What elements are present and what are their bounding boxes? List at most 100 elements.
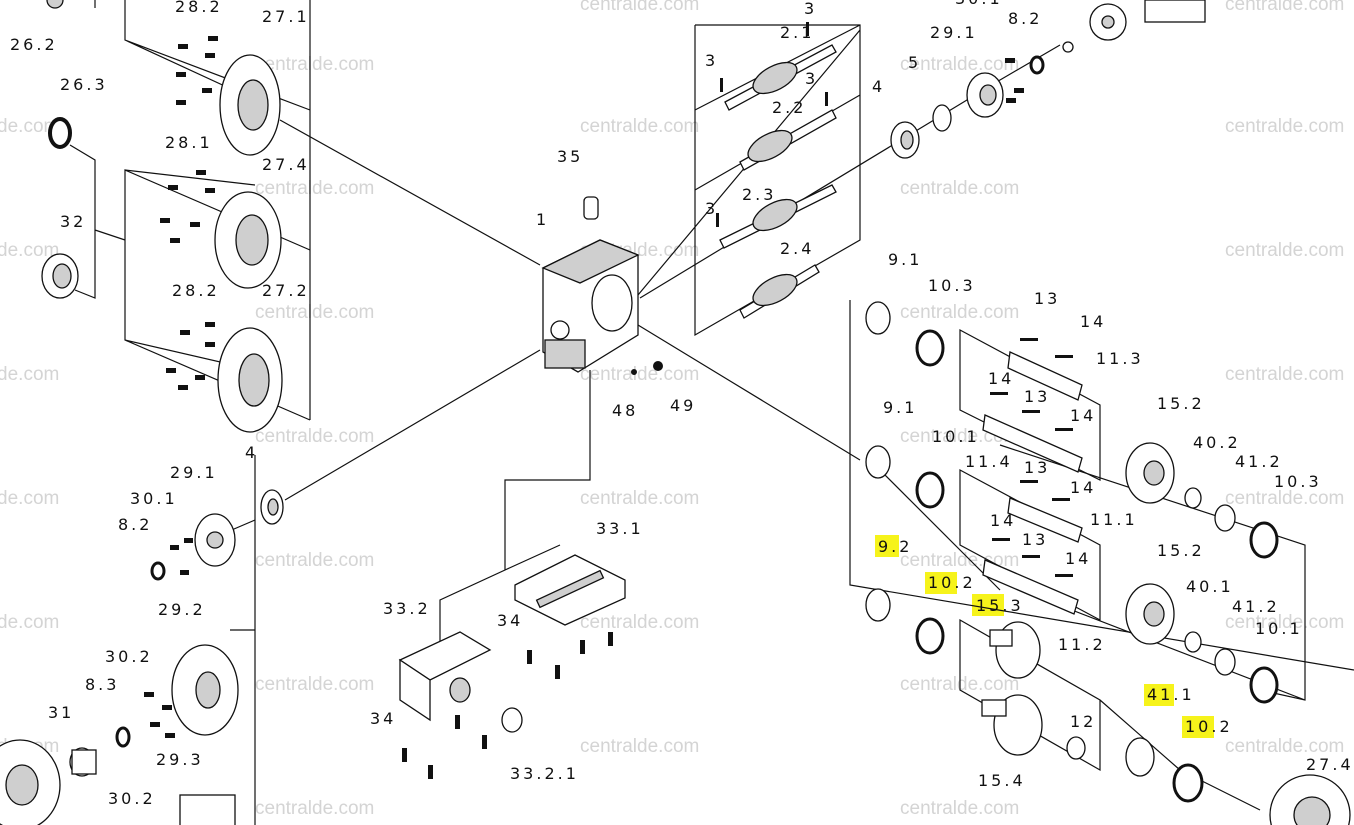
washer-41-2-lower — [1214, 648, 1236, 676]
part-label: 10.2 — [928, 573, 976, 592]
part-label: 13 — [1034, 289, 1060, 308]
screws-34 — [402, 632, 613, 779]
foot-33-2-body — [399, 658, 431, 722]
coupling-31-body — [71, 749, 97, 775]
watermark: centralde.com — [1225, 612, 1344, 633]
part-label: 8.2 — [1008, 9, 1042, 28]
part-label: 1 — [536, 210, 549, 229]
part-label: 27.2 — [262, 281, 310, 300]
part-label: 15.4 — [978, 771, 1026, 790]
part-label: 3 — [705, 199, 718, 218]
label-highlights — [875, 535, 1214, 738]
watermark: centralde.com — [1225, 0, 1344, 15]
washer-8-2-left — [150, 561, 166, 581]
flange-27-4-hub — [235, 214, 269, 266]
shaft-11-2 — [982, 559, 1079, 615]
part-label: 33.2 — [383, 599, 431, 618]
part-label: 3 — [805, 69, 818, 88]
gear-train-group — [865, 301, 1351, 825]
ring-small — [1062, 41, 1074, 53]
seal-10-2-left — [915, 617, 945, 655]
screws-28-1 — [160, 170, 215, 243]
part-label: 29.3 — [156, 750, 204, 769]
watermark: centralde.com — [0, 488, 59, 509]
watermark: centralde.com — [255, 798, 374, 819]
foot-plate-33-1-rail — [535, 569, 605, 609]
watermark: centralde.com — [0, 116, 59, 137]
gear-15-2-lower-hub — [1143, 601, 1165, 627]
spacer-5 — [932, 104, 952, 132]
worm-shaft-group — [716, 22, 837, 319]
left-part-group — [0, 0, 284, 825]
part-label: 2.1 — [780, 23, 814, 42]
part-label: 29.1 — [930, 23, 978, 42]
keys-3 — [716, 22, 828, 227]
part-label: 5 — [908, 53, 921, 72]
watermark: centralde.com — [255, 54, 374, 75]
spacer-40-2 — [1184, 487, 1202, 509]
part-label: 30.1 — [130, 489, 178, 508]
part-label: 10.1 — [1255, 619, 1303, 638]
part-label: 4 — [872, 77, 885, 96]
gearbox-housing-top — [541, 239, 640, 284]
part-label: 10.3 — [928, 276, 976, 295]
screws-28-2-top — [176, 36, 218, 105]
bearing-4-right-inner — [900, 130, 914, 150]
watermark: centralde.com — [580, 612, 699, 633]
motor-housing-center — [5, 764, 39, 806]
part-label: 14 — [1070, 478, 1096, 497]
part-label: 34 — [370, 709, 396, 728]
watermark: centralde.com — [1225, 116, 1344, 137]
part-label: 15.2 — [1157, 394, 1205, 413]
part-label: 49 — [670, 396, 696, 415]
washer-8-3 — [115, 726, 131, 748]
part-label: 15.3 — [976, 596, 1024, 615]
part-label: 14 — [1070, 406, 1096, 425]
washer-41-2-upper — [1214, 504, 1236, 532]
seal-ring-26-2 — [46, 0, 64, 9]
watermark: centralde.com — [0, 240, 59, 261]
bearing-4-left-inner — [267, 498, 279, 516]
part-label: 34 — [497, 611, 523, 630]
part-label: 4 — [245, 443, 258, 462]
part-label: 26.2 — [10, 35, 58, 54]
flange-27-1-hub — [237, 79, 269, 131]
part-label: 11.4 — [965, 452, 1013, 471]
part-label: 48 — [612, 401, 638, 420]
part-label: 9.2 — [878, 537, 912, 556]
part-label: 30.2 — [105, 647, 153, 666]
flange-27-2-hub — [238, 353, 270, 407]
highlight-10-2-lower — [1182, 716, 1214, 738]
highlight-9-2 — [875, 535, 899, 557]
o-ring-9-1-upper — [865, 301, 891, 335]
shaft-11-1 — [1007, 497, 1083, 543]
vent-plug-35 — [583, 196, 599, 220]
part-label: 11.2 — [1058, 635, 1106, 654]
o-ring-9-1-lower — [865, 445, 891, 479]
watermark: centralde.com — [900, 178, 1019, 199]
watermark: centralde.com — [580, 116, 699, 137]
worm-2-4-thread — [752, 273, 798, 307]
part-label: 15.2 — [1157, 541, 1205, 560]
part-label: 29.1 — [170, 463, 218, 482]
part-label: 13 — [1024, 387, 1050, 406]
highlight-41-1 — [1144, 684, 1174, 706]
gearbox-side-port — [550, 320, 570, 340]
watermark: centralde.com — [0, 612, 59, 633]
part-label: 33.2.1 — [510, 764, 579, 783]
part-label: 10.3 — [1274, 472, 1322, 491]
part-label: 14 — [990, 511, 1016, 530]
worm-2-2-thread — [747, 129, 793, 163]
part-label: 8.3 — [85, 675, 119, 694]
part-label: 29.2 — [158, 600, 206, 619]
part-label: 41.2 — [1235, 452, 1283, 471]
bushing-33-2-1 — [501, 707, 523, 733]
part-label: 9.1 — [883, 398, 917, 417]
seal-10-3-right — [1249, 521, 1279, 559]
gearbox-housing-group — [541, 196, 663, 375]
feet-group — [398, 554, 626, 779]
part-label: 31 — [48, 703, 74, 722]
part-label: 11.3 — [1096, 349, 1144, 368]
flange-27-4-right-hub — [1293, 796, 1331, 825]
watermark: centralde.com — [255, 302, 374, 323]
